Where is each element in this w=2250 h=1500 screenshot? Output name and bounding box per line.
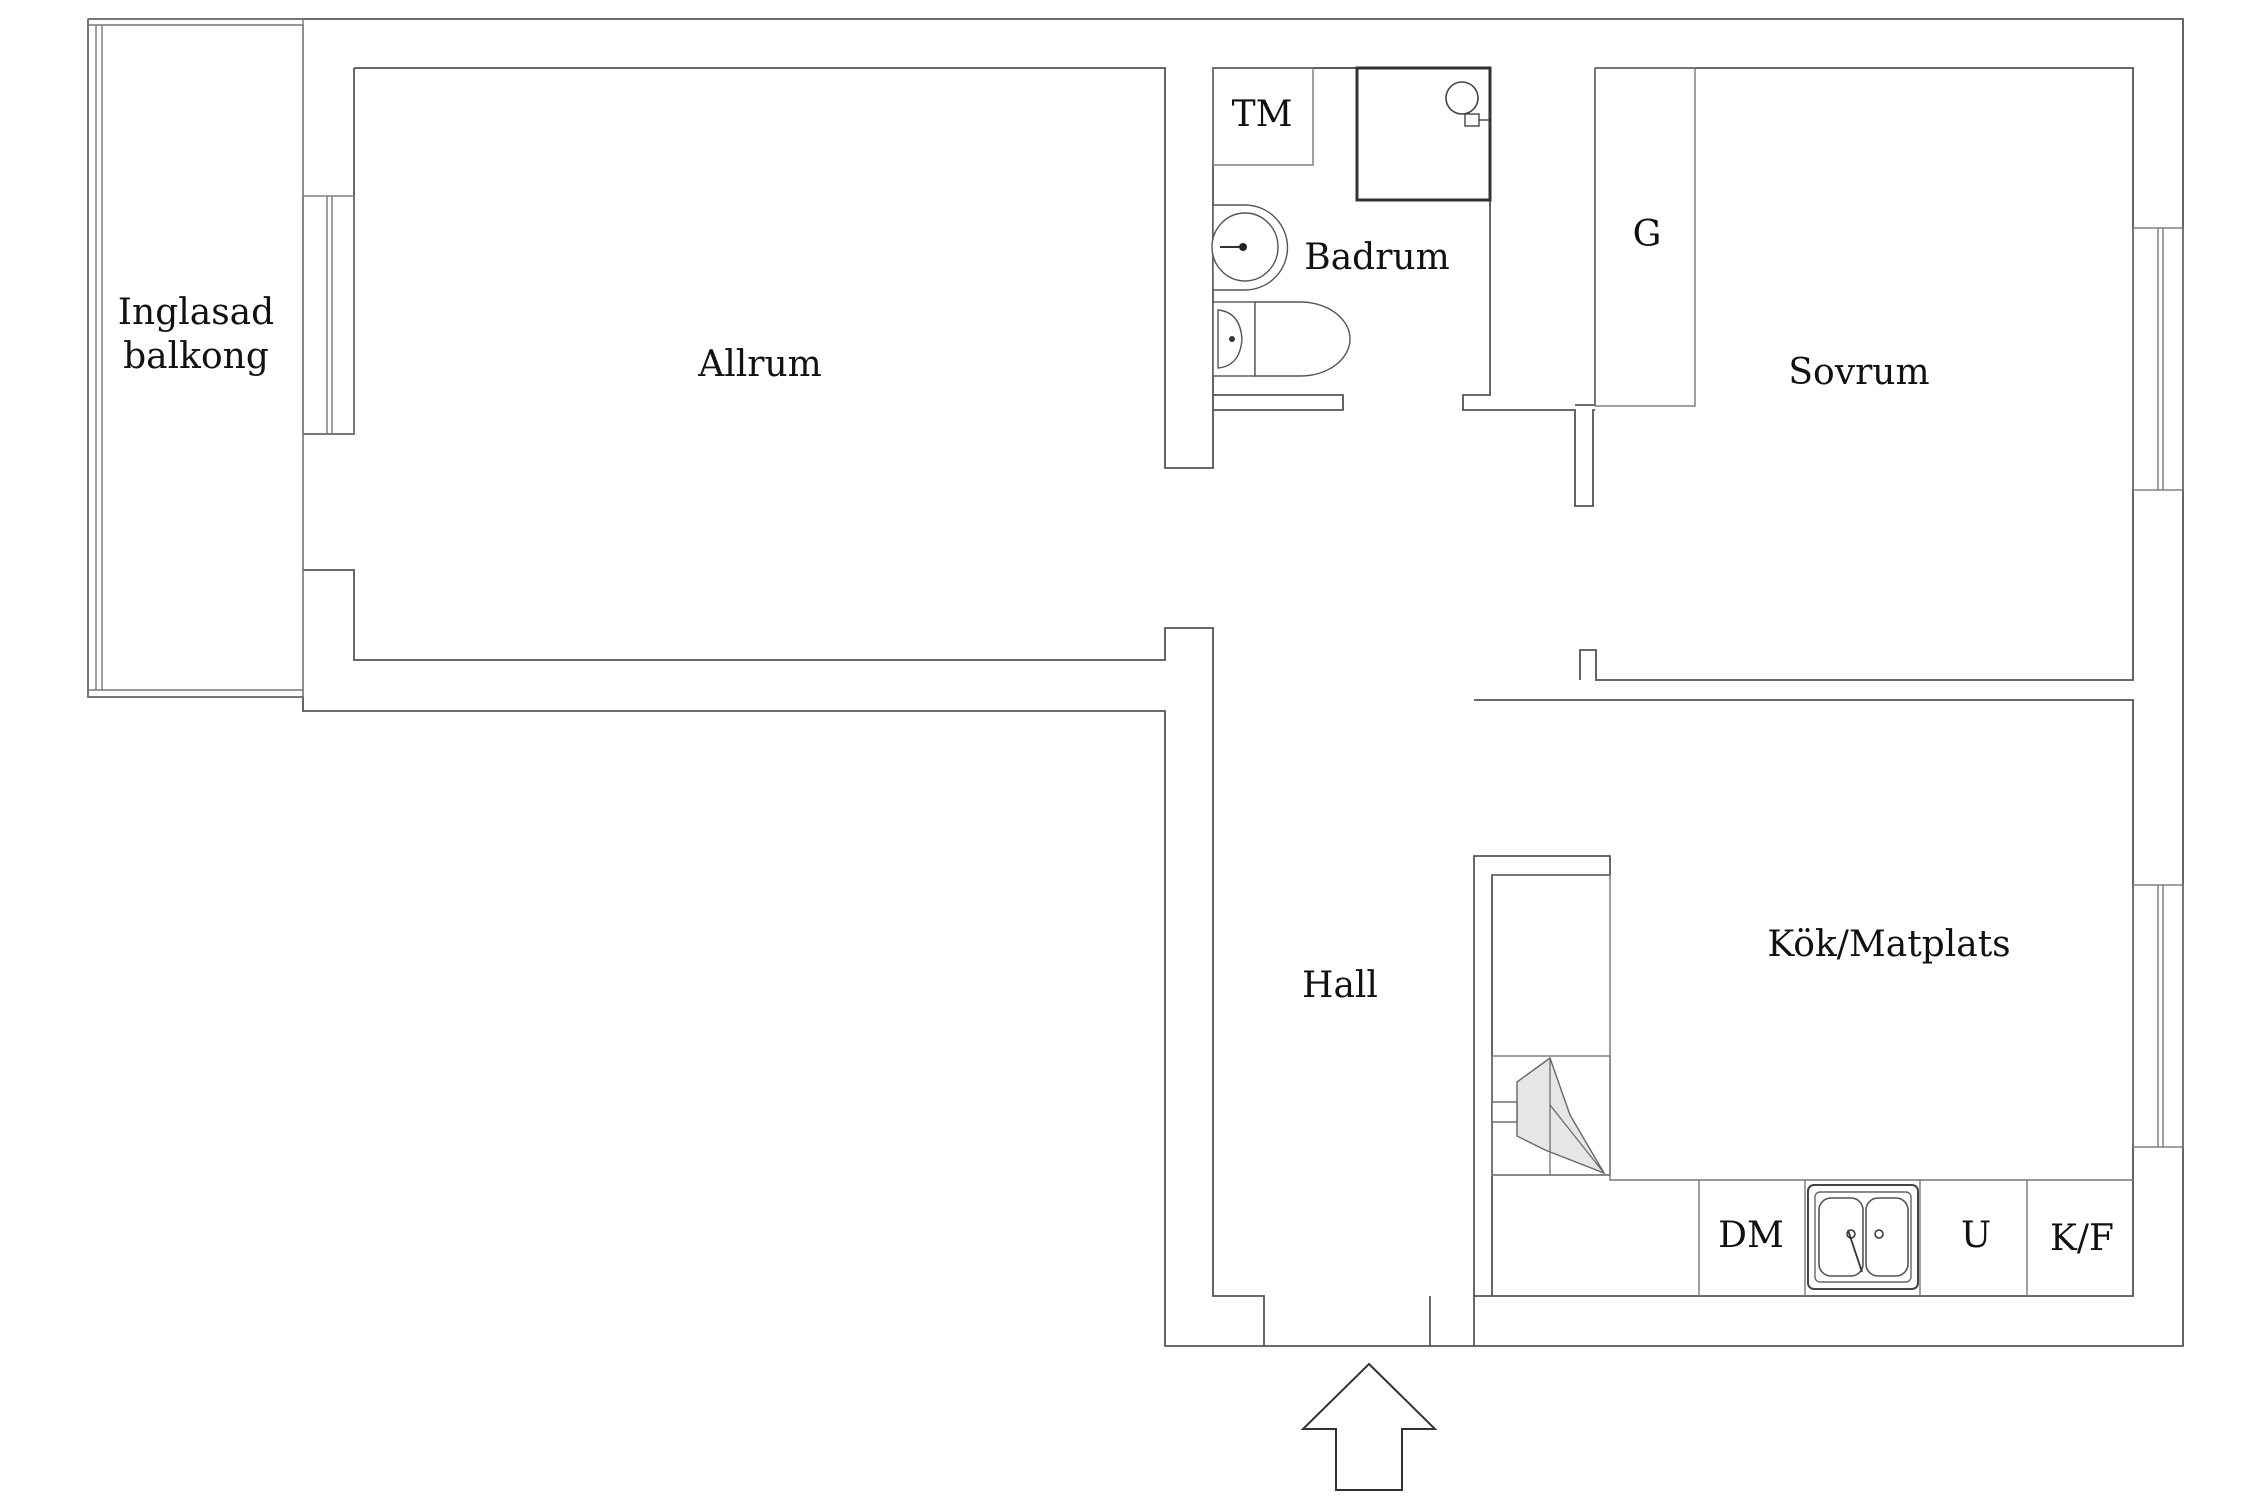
bedroom-window <box>2132 227 2184 491</box>
fridge-label: K/F <box>2050 1218 2114 1259</box>
bathroom-label: Badrum <box>1304 237 1450 278</box>
shower-icon <box>1355 66 1492 202</box>
laundry-label: TM <box>1232 94 1293 135</box>
entrance-arrow-icon <box>1300 1362 1438 1491</box>
balcony-label-line2: balkong <box>123 336 269 377</box>
wash-basin-icon <box>1211 204 1289 291</box>
glazed-balcony <box>87 18 304 698</box>
stove-icon <box>1491 1055 1611 1176</box>
laundry-cabinet <box>1212 67 1314 166</box>
kitchen-sink-icon <box>1807 1184 1919 1290</box>
kitchen-window <box>2132 884 2184 1148</box>
oven-label: U <box>1961 1215 1991 1256</box>
outer-walls <box>87 18 2184 1347</box>
bedroom-label: Sovrum <box>1788 352 1929 393</box>
kitchen-label: Kök/Matplats <box>1767 924 2010 965</box>
balcony-label-line1: Inglasad <box>118 292 274 333</box>
wardrobe-label: G <box>1633 214 1662 255</box>
toilet-icon <box>1212 301 1351 377</box>
balcony-window <box>302 195 355 435</box>
living-room-label: Allrum <box>697 344 822 385</box>
kitchen-counter <box>1473 855 2133 1296</box>
wardrobe <box>1594 67 1696 407</box>
hall-label: Hall <box>1302 965 1378 1006</box>
dishwasher-label: DM <box>1718 1215 1784 1256</box>
